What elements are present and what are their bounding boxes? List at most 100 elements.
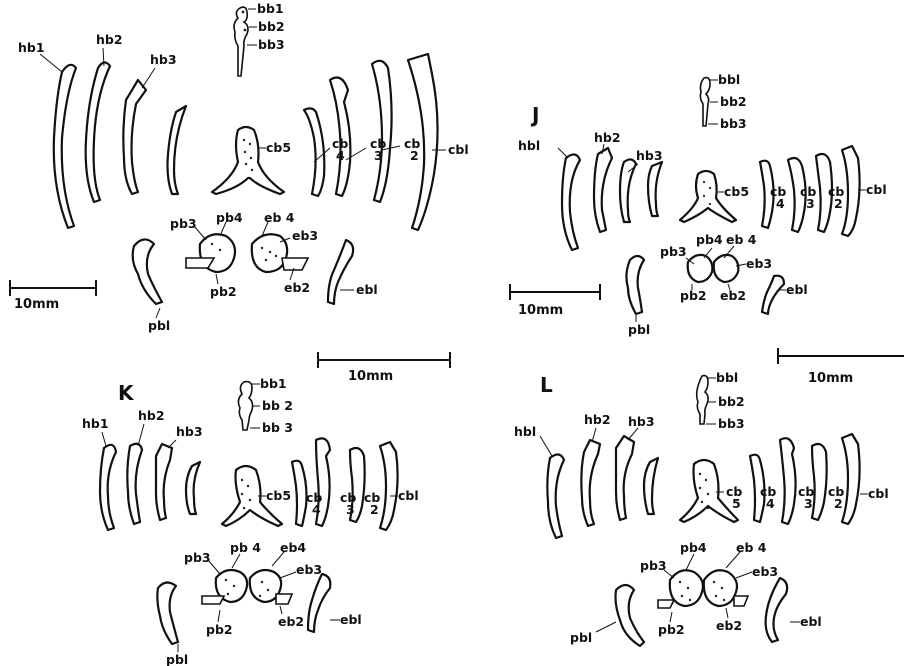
ceratobranchial-5 xyxy=(212,127,284,194)
label-pb3: pb3 xyxy=(170,216,197,231)
label-hb1: hb1 xyxy=(18,40,45,55)
label-eb4: eb 4 xyxy=(264,210,295,225)
pharyngobranchial-4 xyxy=(688,255,713,282)
label-bbl: bbl xyxy=(718,72,740,87)
label-hb3: hb3 xyxy=(636,148,663,163)
hypo-cerato-1-left xyxy=(100,445,116,530)
panel-letter-L: L xyxy=(540,373,553,397)
cerato-4-left xyxy=(168,106,187,194)
label-eb4: eb 4 xyxy=(736,540,767,555)
label-eb2: eb2 xyxy=(278,614,304,629)
label-cb5: cb5 xyxy=(724,184,749,199)
label-cbl: cbl xyxy=(448,142,469,157)
label-bb2: bb2 xyxy=(720,94,747,109)
epibranchial-1 xyxy=(328,240,353,304)
label-eb3: eb3 xyxy=(296,562,322,577)
pharyngobranchial-1 xyxy=(616,585,645,646)
pharyngobranchial-4 xyxy=(670,570,703,606)
label-hb3: hb3 xyxy=(176,424,203,439)
epibranchial-2 xyxy=(734,596,748,606)
label-hb3: hb3 xyxy=(628,414,655,429)
label-pbl: pbl xyxy=(148,318,170,333)
scale-label: 10mm xyxy=(808,371,853,386)
label-cb5: cb5 xyxy=(266,140,291,155)
scale-label: 10mm xyxy=(348,369,393,384)
label-cbl: cbl xyxy=(398,488,419,503)
label-bb2: bb 2 xyxy=(262,398,293,413)
basibranchial-column xyxy=(700,78,710,126)
epibranchial-4 xyxy=(704,570,737,606)
label-eb2: eb2 xyxy=(720,288,746,303)
label-eb3: eb3 xyxy=(746,256,772,271)
epibranchial-1 xyxy=(308,574,330,632)
hypo-cerato-2-left xyxy=(594,148,612,232)
cerato-4-right xyxy=(304,108,324,196)
label-eb3: eb3 xyxy=(292,228,318,243)
epibranchial-2 xyxy=(282,258,308,270)
pharyngobranchial-2 xyxy=(202,596,224,604)
pharyngobranchial-1 xyxy=(626,256,644,314)
hypo-cerato-1-left xyxy=(562,154,580,250)
label-bb1: bb1 xyxy=(260,376,287,391)
hypo-cerato-2-left xyxy=(86,62,110,202)
scale-label: 10mm xyxy=(518,303,563,318)
cerato-4-left xyxy=(648,162,662,216)
epibranchial-2 xyxy=(276,594,292,604)
label-eb3: eb3 xyxy=(752,564,778,579)
label-pb4: pb4 xyxy=(696,232,723,247)
epibranchial-4 xyxy=(252,234,287,272)
pharyngobranchial-1 xyxy=(133,239,162,304)
label-pbl: pbl xyxy=(166,652,188,666)
epibranchial-1 xyxy=(762,276,784,314)
hypo-cerato-2-left xyxy=(127,444,142,524)
label-hbl: hbl xyxy=(514,424,536,439)
label-pb2: pb2 xyxy=(658,622,685,637)
label-pb2: pb2 xyxy=(680,288,707,303)
cerato-2-right xyxy=(372,61,392,202)
label-bb3: bb 3 xyxy=(262,420,293,435)
label-pb4: pb4 xyxy=(216,210,243,225)
cerato-4-left xyxy=(186,462,200,514)
epibranchial-1 xyxy=(766,578,788,642)
panel-K: K 10mm bb1 bb 2 bb 3 hb1 hb2 hb3 xyxy=(82,352,450,666)
scale-bar-J: 10mm xyxy=(510,284,600,318)
basibranchial-column xyxy=(697,376,708,424)
hypo-cerato-3-left xyxy=(620,159,636,222)
label-cb2: cb2 xyxy=(364,490,380,517)
label-eb4: eb 4 xyxy=(726,232,757,247)
label-bb3: bb3 xyxy=(258,37,285,52)
label-eb2: eb2 xyxy=(716,618,742,633)
label-ebl: ebl xyxy=(800,614,822,629)
hypo-cerato-1-left xyxy=(54,65,76,228)
label-hbl: hbl xyxy=(518,138,540,153)
label-bb2: bb2 xyxy=(258,19,285,34)
pharyngobranchial-2 xyxy=(186,258,214,268)
hypo-cerato-3-left xyxy=(123,80,146,194)
cerato-1-right xyxy=(842,146,860,236)
label-hb2: hb2 xyxy=(96,32,123,47)
panel-letter-K: K xyxy=(118,381,135,405)
cerato-1-right xyxy=(842,434,860,524)
label-hb1: hb1 xyxy=(82,416,109,431)
panel-letter-J: J xyxy=(530,103,539,127)
cerato-4-right xyxy=(292,461,307,526)
label-pb2: pb2 xyxy=(206,622,233,637)
cerato-2-right xyxy=(812,444,827,520)
scale-bar-L: 10mm xyxy=(778,348,904,386)
cerato-4-left xyxy=(644,458,658,514)
basibranchial-column xyxy=(234,7,248,76)
panel-J: J bbl bb2 bb3 hbl hb2 hb3 cb5 cb4 c xyxy=(510,72,887,337)
label-hb2: hb2 xyxy=(584,412,611,427)
label-cbl: cbl xyxy=(868,486,889,501)
label-bb3: bb3 xyxy=(718,416,745,431)
label-ebl: ebl xyxy=(356,282,378,297)
label-bbl: bbl xyxy=(716,370,738,385)
label-pbl: pbl xyxy=(570,630,592,645)
epibranchial-4 xyxy=(714,255,739,282)
pharyngobranchial-2 xyxy=(658,600,674,608)
